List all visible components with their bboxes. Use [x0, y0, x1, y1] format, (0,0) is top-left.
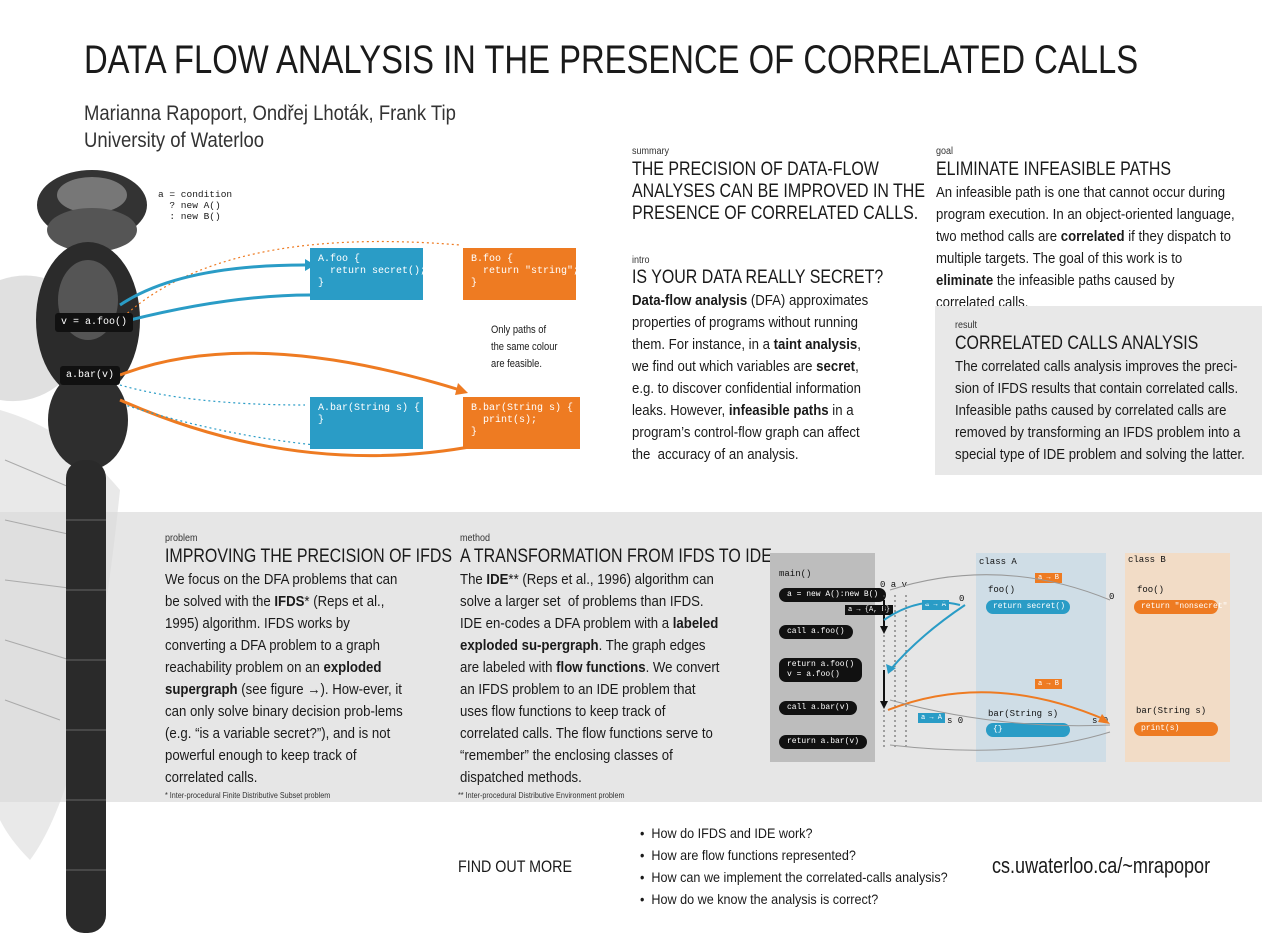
goal-heading: ELIMINATE INFEASIBLE PATHS — [936, 159, 1172, 180]
goal-label: goal — [936, 146, 954, 157]
intro-heading: IS YOUR DATA REALLY SECRET? — [632, 267, 884, 288]
intro-body: Data-flow analysis (DFA) approximates pr… — [632, 292, 869, 463]
s0-a: s 0 — [947, 716, 964, 726]
main-item-3: call a.bar(v) — [779, 701, 858, 715]
affiliation: University of Waterloo — [84, 129, 265, 152]
main-panel — [770, 553, 875, 762]
a-foo-box: A.foo { return secret(); } — [310, 248, 426, 300]
question-list: • How do IFDS and IDE work? • How are fl… — [640, 822, 982, 910]
tag-b-1: a → B — [1035, 573, 1063, 583]
b-foo-return: return "nonsecret" — [1134, 600, 1227, 614]
a-bar-box: A.bar(String s) { } — [310, 397, 423, 449]
b-bar: bar(String s) — [1136, 706, 1207, 716]
call-foo-node: v = a.foo() — [55, 313, 134, 332]
fact-columns: 0 a v — [880, 580, 908, 590]
supergraph-edges — [880, 574, 1111, 751]
main-label: main() — [779, 569, 812, 579]
a-bar-body: {} — [986, 723, 1070, 737]
method-body: The IDE** (Reps et al., 1996) algorithm … — [460, 571, 720, 786]
summary-label: summary — [632, 146, 670, 157]
a-bar: bar(String s) — [988, 709, 1059, 719]
result-label: result — [955, 320, 978, 331]
question-item: • How do we know the analysis is correct… — [640, 891, 879, 907]
main-item-2: return a.foo() v = a.foo() — [779, 658, 863, 682]
problem-label: problem — [165, 533, 198, 544]
problem-heading: IMPROVING THE PRECISION OF IFDS — [165, 546, 453, 567]
b-bar-box: B.bar(String s) { print(s); } — [463, 397, 580, 449]
method-label: method — [460, 533, 491, 544]
class-a-label: class A — [979, 557, 1017, 567]
zero-a: 0 — [959, 594, 965, 604]
result-box — [935, 306, 1262, 475]
page-title: DATA FLOW ANALYSIS IN THE PRESENCE OF CO… — [84, 38, 1139, 82]
tag-a-2: a → A — [918, 713, 946, 723]
question-item: • How are flow functions represented? — [640, 847, 856, 863]
intro-label: intro — [632, 255, 650, 266]
tag-a-1: a → A — [922, 600, 950, 610]
problem-footnote: * Inter-procedural Finite Distributive S… — [165, 791, 331, 800]
class-b-label: class B — [1128, 555, 1166, 565]
b-foo: foo() — [1137, 585, 1165, 595]
condition-code: a = condition ? new A() : new B() — [158, 189, 233, 222]
method-footnote: ** Inter-procedural Distributive Environ… — [458, 791, 625, 800]
summary-heading: THE PRECISION OF DATA-FLOW ANALYSES CAN … — [632, 159, 925, 224]
authors: Marianna Rapoport, Ondřej Lhoták, Frank … — [84, 102, 456, 125]
a-foo: foo() — [988, 585, 1016, 595]
result-body: The correlated calls analysis improves t… — [955, 358, 1245, 463]
tag-ab: a → {A, B} — [845, 605, 894, 615]
feasibility-note: Only paths of the same colour are feasib… — [491, 324, 558, 370]
goal-body: An infeasible path is one that cannot oc… — [936, 184, 1235, 311]
question-item: • How do IFDS and IDE work? — [640, 825, 813, 841]
tag-b-2: a → B — [1035, 679, 1063, 689]
method-heading: A TRANSFORMATION FROM IFDS TO IDE — [460, 546, 772, 567]
b-foo-box: B.foo { return "string"; } — [463, 248, 579, 300]
website-link[interactable]: cs.uwaterloo.ca/~mrapopor — [992, 853, 1211, 878]
find-out-more: FIND OUT MORE — [458, 857, 572, 876]
result-heading: CORRELATED CALLS ANALYSIS — [955, 333, 1199, 354]
main-item-4: return a.bar(v) — [779, 735, 868, 749]
main-item-0: a = new A():new B() — [779, 588, 887, 602]
zero-b: 0 — [1109, 592, 1115, 602]
a-foo-return: return secret() — [986, 600, 1070, 614]
authors-block: Marianna Rapoport, Ondřej Lhoták, Frank … — [84, 100, 456, 154]
b-bar-body: print(s) — [1134, 722, 1218, 736]
question-item: • How can we implement the correlated-ca… — [640, 869, 948, 885]
flow-arrows — [119, 240, 481, 458]
problem-body: We focus on the DFA problems that can be… — [165, 571, 403, 786]
call-bar-node: a.bar(v) — [60, 366, 121, 385]
main-item-1: call a.foo() — [779, 625, 853, 639]
